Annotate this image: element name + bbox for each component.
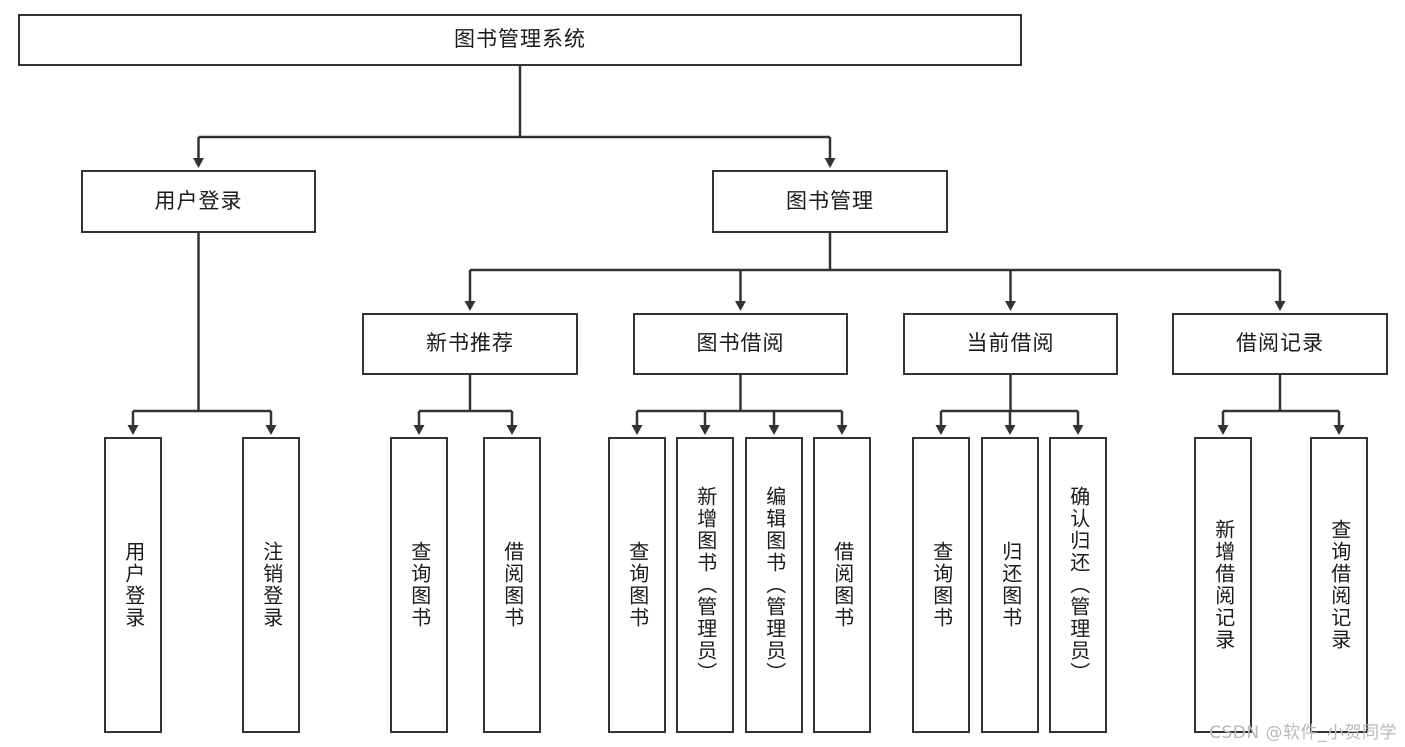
node-new-book-recommend[interactable]: 新书推荐	[362, 313, 578, 375]
leaf-query-borrow-record[interactable]: 查询借阅记录	[1310, 437, 1368, 733]
leaf-user-login[interactable]: 用户登录	[104, 437, 162, 733]
node-book-management-label: 图书管理	[786, 188, 874, 213]
node-book-borrow-label: 图书借阅	[696, 331, 785, 356]
watermark: CSDN @软件_小贺同学	[1209, 723, 1397, 743]
leaf-add-book-admin[interactable]: 新增图书（管理员）	[676, 437, 734, 733]
leaf-confirm-return-admin[interactable]: 确认归还（管理员）	[1049, 437, 1107, 733]
leaf-return-book-label: 归还图书	[998, 541, 1023, 629]
leaf-user-login-label: 用户登录	[121, 541, 146, 629]
leaf-confirm-return-admin-label: 确认归还（管理员）	[1066, 486, 1091, 684]
node-user-login-label: 用户登录	[154, 188, 243, 213]
node-book-management[interactable]: 图书管理	[712, 170, 948, 233]
leaf-query-book-current[interactable]: 查询图书	[912, 437, 970, 733]
node-current-borrow[interactable]: 当前借阅	[903, 313, 1118, 375]
leaf-add-borrow-record-label: 新增借阅记录	[1211, 519, 1236, 651]
leaf-borrow-book[interactable]: 借阅图书	[813, 437, 871, 733]
leaf-query-book-current-label: 查询图书	[929, 541, 954, 629]
leaf-borrow-book-recommend-label: 借阅图书	[500, 541, 525, 629]
node-book-borrow[interactable]: 图书借阅	[633, 313, 848, 375]
leaf-return-book[interactable]: 归还图书	[981, 437, 1039, 733]
node-current-borrow-label: 当前借阅	[966, 331, 1055, 356]
node-root[interactable]: 图书管理系统	[18, 14, 1022, 66]
leaf-query-book-recommend-label: 查询图书	[407, 541, 432, 629]
leaf-add-borrow-record[interactable]: 新增借阅记录	[1194, 437, 1252, 733]
leaf-query-book[interactable]: 查询图书	[608, 437, 666, 733]
leaf-borrow-book-recommend[interactable]: 借阅图书	[483, 437, 541, 733]
leaf-borrow-book-label: 借阅图书	[830, 541, 855, 629]
leaf-add-book-admin-label: 新增图书（管理员）	[693, 486, 718, 684]
node-borrow-record-label: 借阅记录	[1236, 331, 1324, 356]
leaf-query-book-recommend[interactable]: 查询图书	[390, 437, 448, 733]
leaf-query-book-label: 查询图书	[625, 541, 650, 629]
node-borrow-record[interactable]: 借阅记录	[1172, 313, 1388, 375]
leaf-query-borrow-record-label: 查询借阅记录	[1327, 519, 1352, 651]
node-user-login[interactable]: 用户登录	[81, 170, 316, 233]
leaf-edit-book-admin[interactable]: 编辑图书（管理员）	[745, 437, 803, 733]
node-new-book-recommend-label: 新书推荐	[426, 331, 514, 356]
leaf-edit-book-admin-label: 编辑图书（管理员）	[762, 486, 787, 684]
leaf-user-logout-label: 注销登录	[259, 541, 284, 629]
leaf-user-logout[interactable]: 注销登录	[242, 437, 300, 733]
node-root-label: 图书管理系统	[454, 27, 586, 52]
